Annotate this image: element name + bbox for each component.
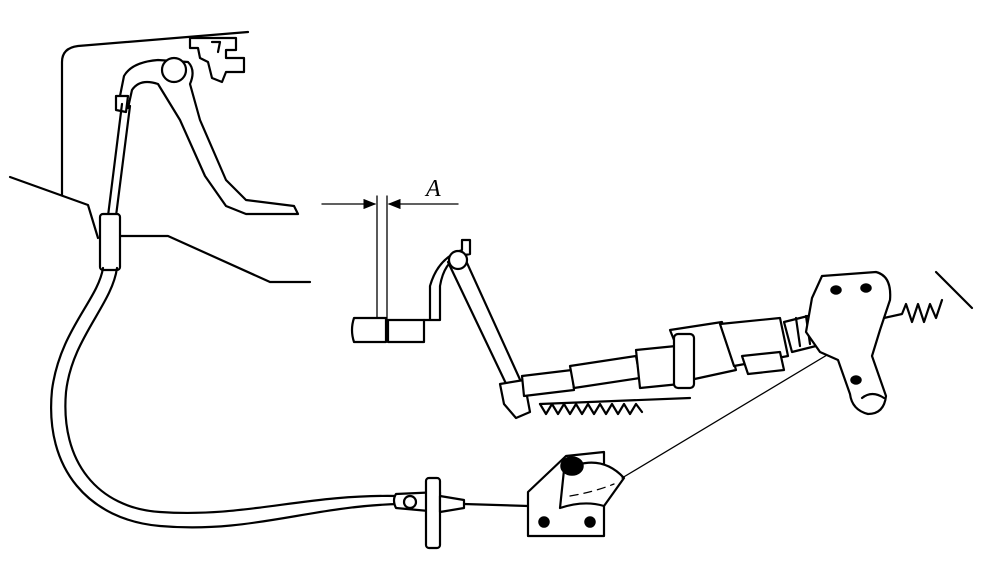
clutch-pedal bbox=[114, 56, 300, 216]
return-spring-lower bbox=[538, 396, 692, 416]
clutch-cable bbox=[50, 102, 402, 529]
pedal-stop-block bbox=[350, 238, 472, 344]
release-fork-lever bbox=[526, 327, 873, 538]
dimension-a-label: A bbox=[424, 176, 441, 202]
pushrod-link bbox=[446, 249, 532, 420]
cable-firewall-grommet bbox=[98, 212, 122, 272]
master-cylinder bbox=[520, 310, 834, 398]
dimension-a: A bbox=[321, 176, 459, 333]
pedal-bracket bbox=[188, 36, 246, 84]
cable-adjuster bbox=[392, 476, 530, 550]
return-spring-upper bbox=[882, 270, 974, 324]
firewall-panel bbox=[8, 30, 312, 284]
mounting-bracket bbox=[804, 270, 892, 416]
